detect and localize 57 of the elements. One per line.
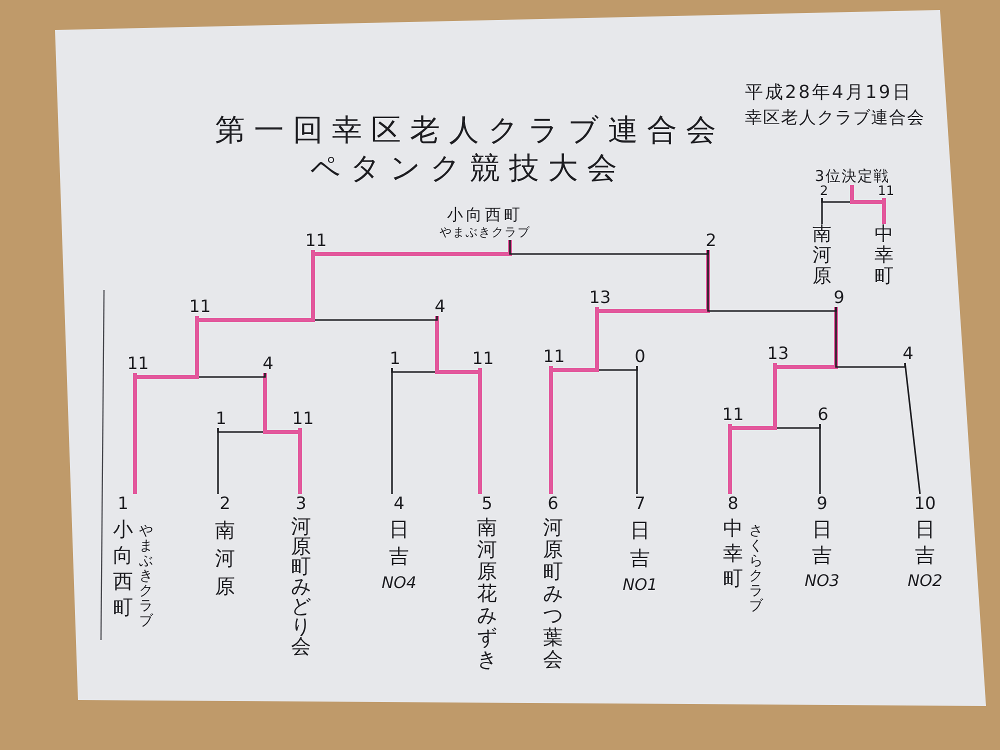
seed-number: 7 [634,494,646,514]
team-name: 小向西町 [446,205,524,224]
seed-number: 3 [296,494,306,514]
bracket-line [850,185,886,204]
club-name: やまぶきクラブ [138,524,154,629]
seed-number: 1 [118,494,128,514]
seed-number: 10 [914,494,936,514]
score: 6 [818,407,828,424]
score: 11 [292,411,314,428]
team-name: 河原町みどり会 [290,516,312,656]
team-name: 小向西町 [112,516,134,620]
score: 11 [127,356,149,373]
score: 2 [706,233,716,250]
team-name: 南河原花みずき [476,516,498,670]
score: 4 [434,299,446,316]
team-name: 南河原 [214,517,236,600]
seed-number: 9 [816,494,828,514]
score: 11 [543,349,565,366]
team-name: 河原町みつ葉会 [542,516,564,670]
team-name: 日吉 [388,516,410,570]
seed-number: 4 [394,494,404,514]
team-name: 中幸町 [722,516,744,591]
team-name: 日吉 [811,516,833,568]
team-code: NO4 [382,573,416,593]
seed-number: 2 [220,494,230,514]
score: 9 [834,290,844,307]
date: 平成28年4月19日 [745,82,912,104]
score: 13 [767,346,789,363]
club-name: やまぶきクラブ [438,224,532,240]
score: 4 [902,346,914,363]
score: 11 [305,233,327,250]
team-name: 日吉 [629,517,651,572]
score: 2 [820,185,828,198]
team-name: 日吉 [914,516,936,568]
score: 13 [589,290,611,307]
score: 1 [390,351,400,368]
team-code: NO2 [908,571,942,591]
team-code: NO1 [622,575,658,595]
team-code: NO3 [804,571,840,591]
score: 1 [216,411,226,428]
score: 11 [472,351,494,368]
team-name: 南河原 [812,224,832,287]
seed-number: 5 [482,494,492,514]
bracket-line [311,240,512,256]
score: 11 [878,185,894,198]
score: 11 [189,299,211,316]
score: 11 [722,407,744,424]
score: 4 [262,356,274,373]
team-name: 中幸町 [874,224,894,287]
match-heading: 3位決定戦 [814,168,890,185]
organizer-name: 幸区老人クラブ連合会 [745,107,925,129]
seed-number: 8 [728,494,738,514]
seed-number: 6 [548,494,558,514]
club-name: さくらクラブ [748,524,764,614]
title: 第一回幸区老人クラブ連合会ペタンク競技大会 [215,112,726,188]
score: 0 [634,349,646,366]
bracket-line [509,240,709,255]
